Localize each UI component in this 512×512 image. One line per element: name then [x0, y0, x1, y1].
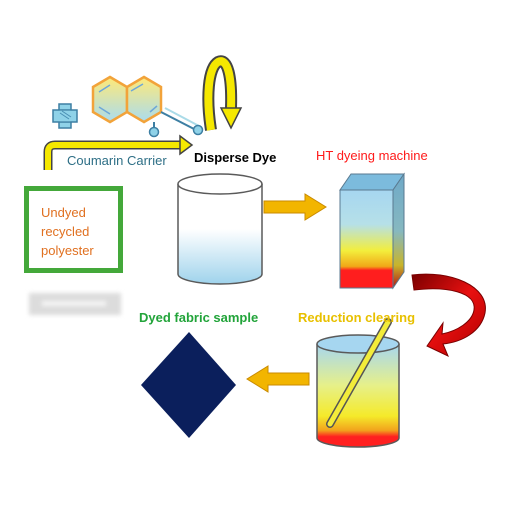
ht-machine-label: HT dyeing machine	[316, 148, 428, 163]
undyed-line-1: Undyed	[41, 205, 86, 220]
arrow-right-orange-icon	[263, 193, 327, 221]
undyed-fabric-box: Undyed recycled polyester	[24, 186, 123, 273]
blurred-placeholder	[29, 293, 121, 315]
ht-machine-box-icon	[339, 172, 405, 290]
coumarin-molecule-icon	[52, 75, 204, 138]
bent-arrow-yellow-icon	[43, 134, 194, 170]
dyed-sample-label: Dyed fabric sample	[139, 310, 259, 325]
dye-beaker-icon	[177, 173, 263, 285]
reduction-clearing-label: Reduction clearing	[298, 310, 416, 325]
undyed-line-3: polyester	[41, 243, 94, 258]
disperse-dye-label: Disperse Dye	[194, 150, 277, 165]
reduction-beaker-icon	[316, 318, 400, 448]
curved-arrow-yellow-icon	[202, 55, 243, 131]
curved-arrow-red-icon	[411, 273, 486, 358]
arrow-left-orange-icon	[246, 365, 310, 393]
dyed-fabric-diamond-icon	[141, 332, 236, 438]
undyed-fabric-label: Undyed recycled polyester	[29, 191, 118, 260]
carrier-label: Coumarin Carrier	[67, 153, 167, 168]
undyed-line-2: recycled	[41, 224, 90, 239]
